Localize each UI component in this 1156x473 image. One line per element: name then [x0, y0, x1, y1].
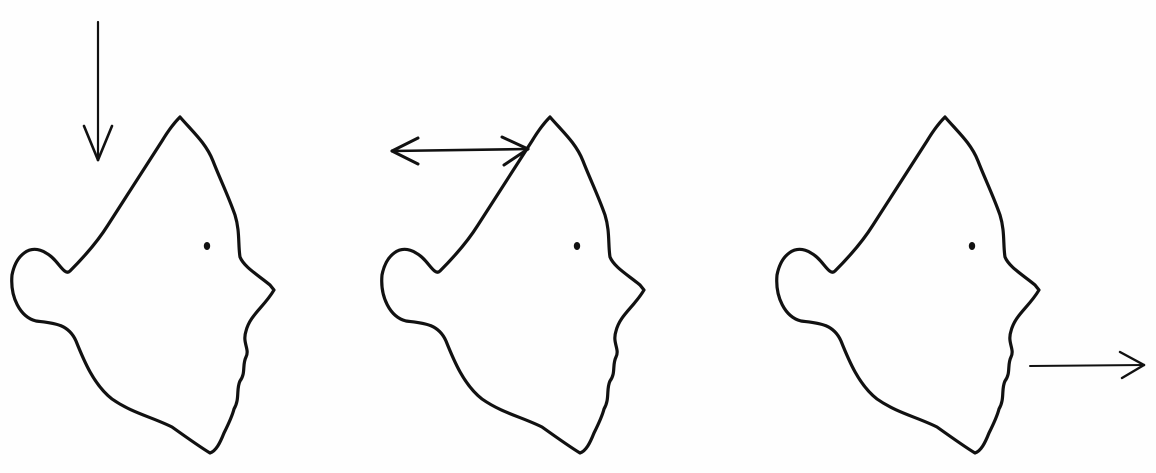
eye-dot [969, 242, 975, 250]
head-profile-2 [382, 117, 644, 453]
arrow-right [1030, 352, 1144, 378]
head-profile-1 [12, 117, 274, 453]
arrow-left-right [392, 137, 528, 165]
eye-dot [574, 242, 580, 250]
head-outline [12, 117, 274, 453]
arrow-down [84, 22, 112, 160]
head-profile-3 [777, 117, 1039, 453]
head-outline [777, 117, 1039, 453]
head-outline [382, 117, 644, 453]
eye-dot [204, 242, 210, 250]
